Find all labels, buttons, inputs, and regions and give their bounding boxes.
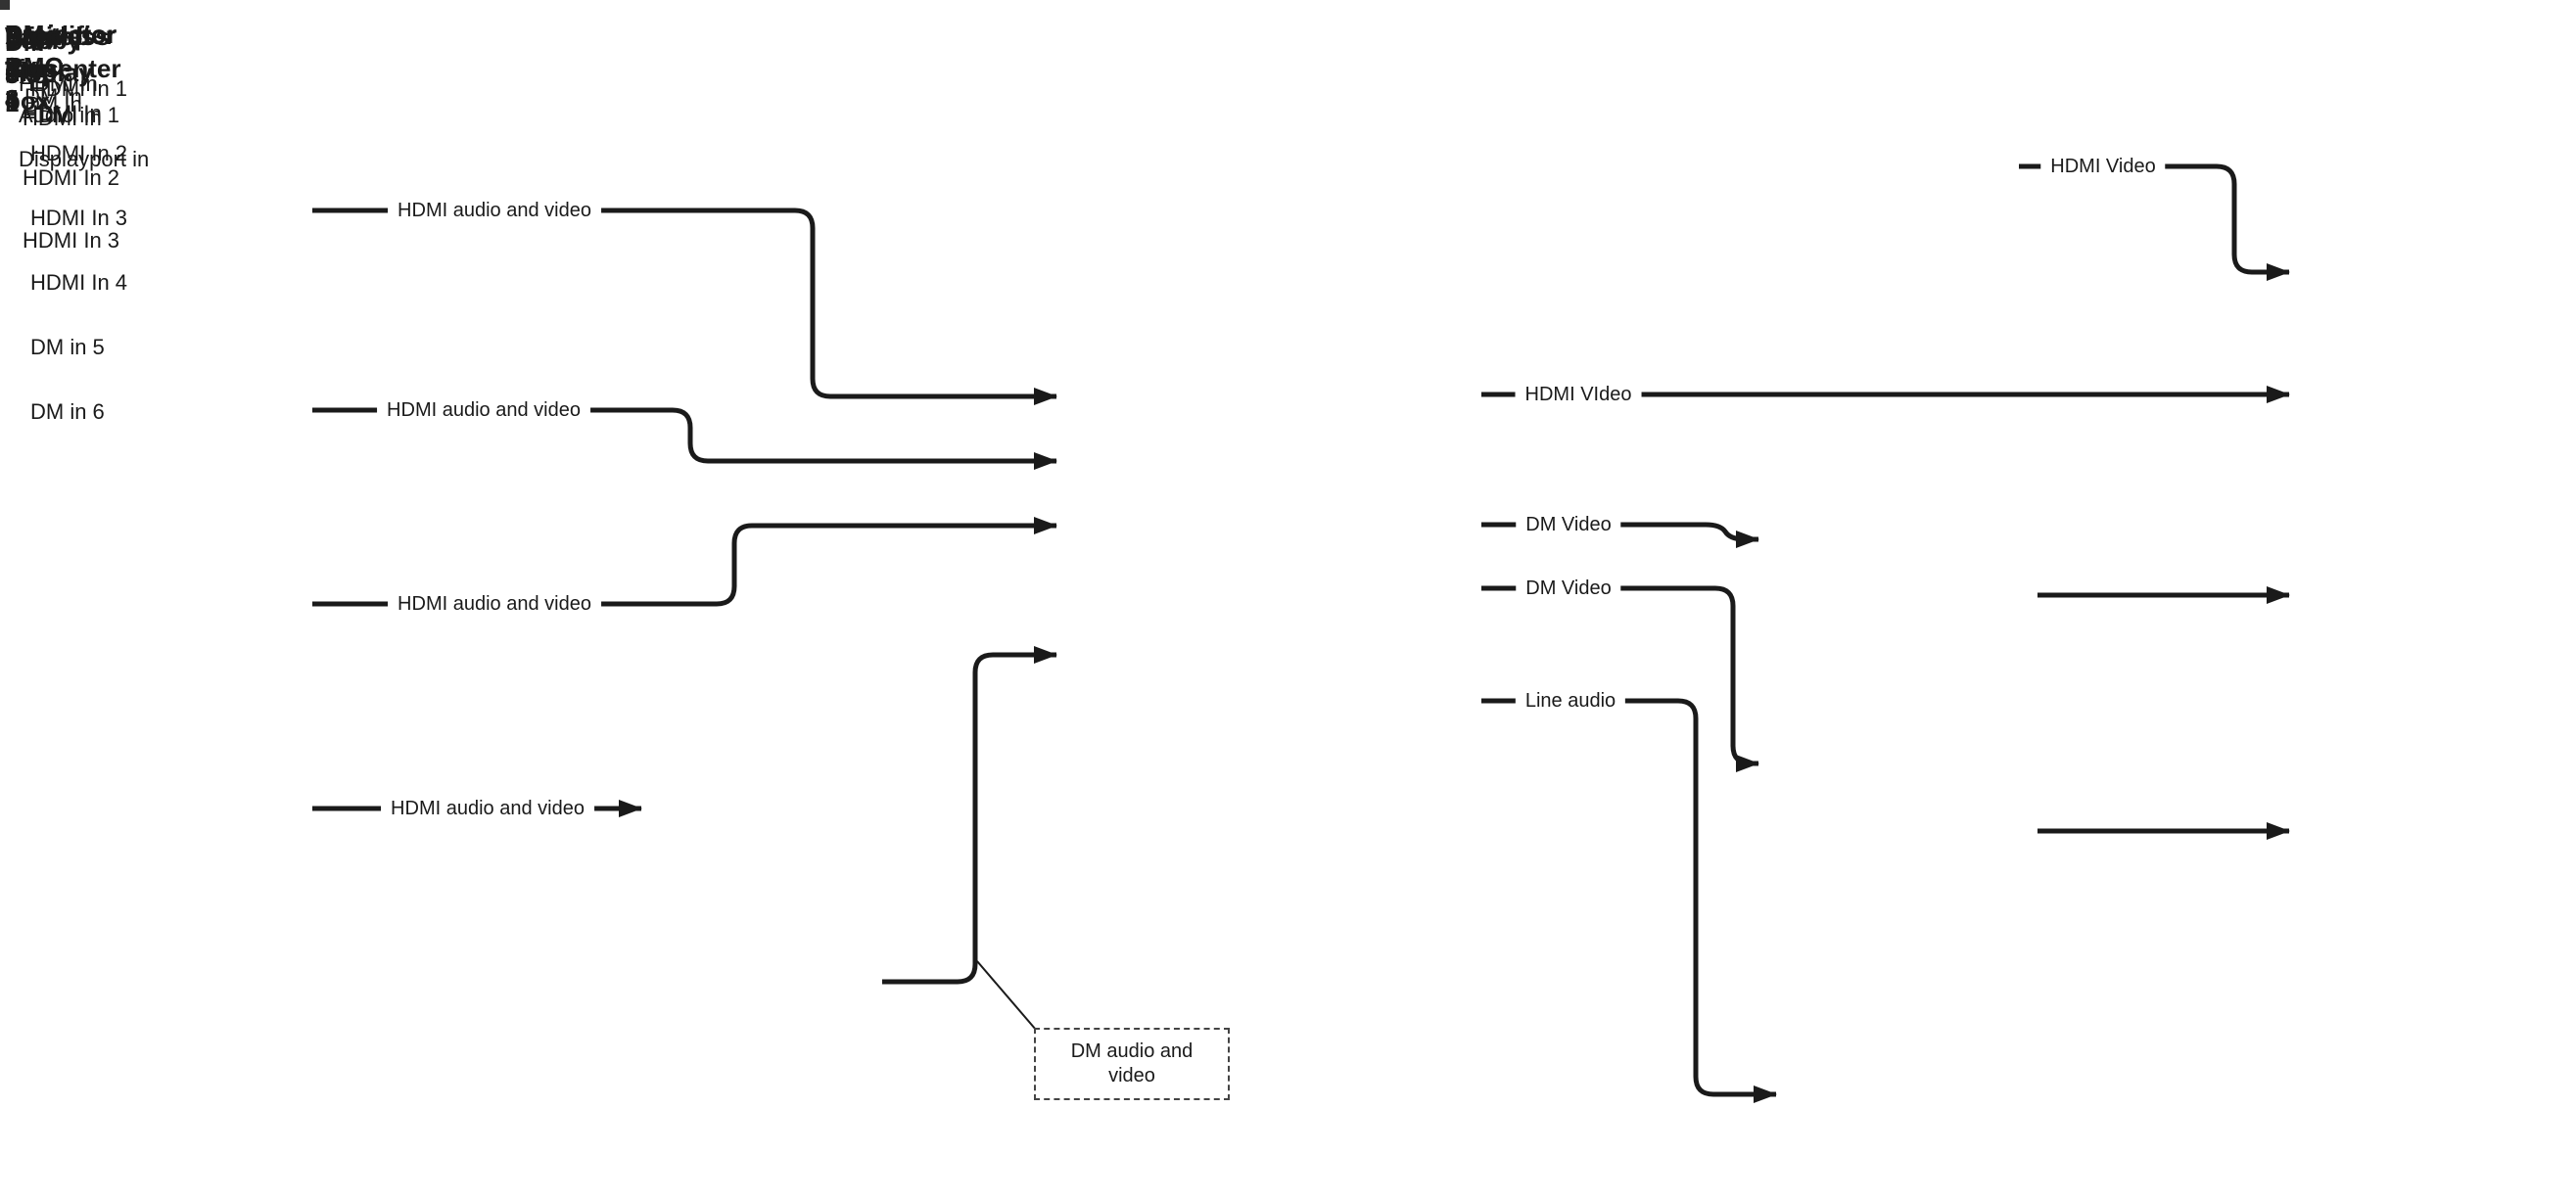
wire-label-dm-video-out3: DM Video <box>1516 512 1621 537</box>
wire-dsign-to-lobby-in1 <box>2019 163 2290 281</box>
port-hdmi-in-1: HDMI In 1 <box>30 76 128 101</box>
wire-label-hdmi-audio-video-2: HDMI audio and video <box>377 397 590 423</box>
wire-dm8x8-out4-to-rmc4 <box>1481 585 1759 772</box>
wire-label-hdmi-audio-video-1: HDMI audio and video <box>388 198 601 223</box>
wire-bluray-to-dm8x8-in1 <box>312 208 1057 405</box>
node-amplifier: Amplifier Audio in <box>0 0 116 127</box>
annotation-callout-line <box>976 960 1037 1031</box>
wire-label-hdmi-audio-video-4: HDMI audio and video <box>381 796 594 821</box>
port-hdmi-in-2: HDMI In 2 <box>30 141 128 165</box>
wire-label-hdmi-video-dsign: HDMI Video <box>2040 154 2166 179</box>
wire-label-line-audio: Line audio <box>1515 688 1626 714</box>
port-hdmi-in: HDMI In <box>19 71 98 96</box>
annotation-dm-audio-and-video: DM audio and video <box>1034 1028 1230 1100</box>
port-hdmi-in-4: HDMI In 4 <box>30 270 128 295</box>
wire-label-hdmi-video-out1: HDMI VIdeo <box>1515 382 1642 407</box>
port-hdmi-in-3: HDMI In 3 <box>30 206 128 230</box>
port-hdmi-in: HDMI In <box>23 101 102 125</box>
wire-dmtx1-to-dm8x8-in5 <box>882 646 1057 985</box>
port-audio-in: Audio in <box>19 103 97 127</box>
wire-label-dm-video-out4: DM Video <box>1516 576 1621 601</box>
port-hdmi-in-3: HDMI In 3 <box>23 228 120 253</box>
port-hdmi-in: HDMI In <box>23 106 102 130</box>
wire-dm8x8-audio1-to-amp <box>1481 698 1777 1103</box>
port-dm-in-5: DM in 5 <box>30 335 105 359</box>
port-dm-in: DM In <box>24 84 82 109</box>
port-hdmi-in-1: HDMI In 1 <box>23 103 120 127</box>
port-hdmi-in-2: HDMI In 2 <box>23 165 120 190</box>
port-dm-in: DM In <box>24 92 82 116</box>
wire-label-hdmi-audio-video-3: HDMI audio and video <box>388 591 601 617</box>
port-displayport-in: Displayport in <box>19 147 150 171</box>
port-dm-in-6: DM in 6 <box>30 399 105 424</box>
